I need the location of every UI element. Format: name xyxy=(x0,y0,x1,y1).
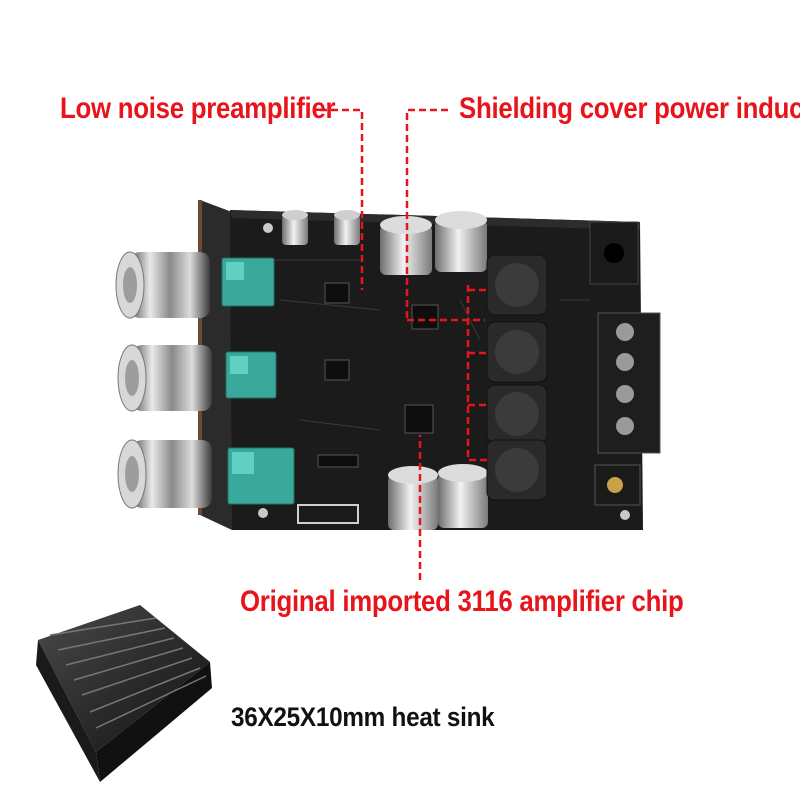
heatsink-label: 36X25X10mm heat sink xyxy=(231,702,495,732)
large-capacitors-bottom xyxy=(388,464,488,530)
small-capacitors xyxy=(282,210,360,245)
power-inductors xyxy=(486,254,548,501)
inductor-label: Shielding cover power inductor xyxy=(459,92,800,125)
screw-terminal-block xyxy=(597,312,661,454)
callout-lines xyxy=(320,108,490,580)
preamp-chip xyxy=(324,282,350,304)
knob-1 xyxy=(115,251,210,319)
knob-2 xyxy=(117,344,212,412)
bluetooth-antenna xyxy=(297,504,359,524)
volume-knobs xyxy=(115,251,212,509)
heat-sink xyxy=(36,605,212,782)
potentiometers xyxy=(221,257,295,505)
amplifier-chip xyxy=(404,404,434,434)
knob-3 xyxy=(117,439,212,509)
chip-label: Original imported 3116 amplifier chip xyxy=(240,585,684,618)
preamp-label: Low noise preamplifier xyxy=(60,92,336,125)
